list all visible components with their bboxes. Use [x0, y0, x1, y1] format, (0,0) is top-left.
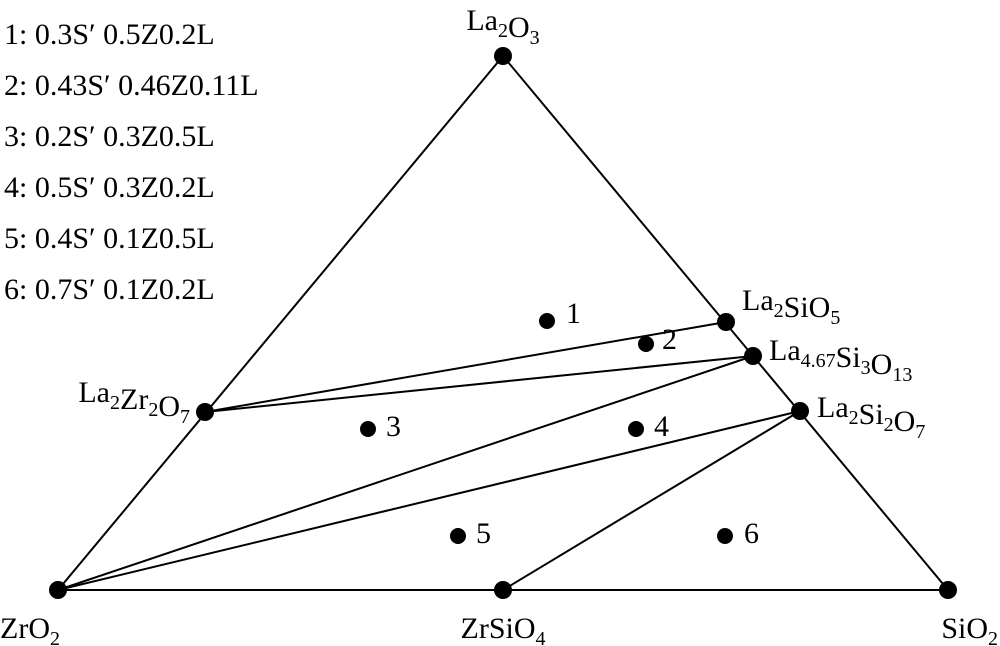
marker-la2sio5	[717, 313, 735, 331]
tie-la2zr2o7-la2sio5	[204, 321, 727, 413]
compound-label-la2zr2o7: La2Zr2O7	[78, 376, 190, 428]
composition-point-labels: 1 2 3 4 5 6	[386, 297, 759, 550]
compound-label-la2o3: La2O3	[466, 4, 539, 49]
compound-label-zrsio4: ZrSiO4	[461, 612, 546, 646]
marker-zro2	[49, 581, 67, 599]
compound-label-sio2: SiO2	[941, 612, 998, 646]
marker-la2zr2o7	[196, 403, 214, 421]
marker-sio2	[939, 581, 957, 599]
composition-point-1	[539, 313, 555, 329]
composition-point-4	[628, 421, 644, 437]
compound-markers	[49, 47, 957, 599]
compound-label-zro2: ZrO2	[0, 612, 60, 646]
edge-zro2-la2o3	[57, 55, 504, 591]
legend-item-4: 4: 0.5S′ 0.3Z0.2L	[4, 171, 215, 204]
marker-zrsio4	[494, 581, 512, 599]
compound-label-la467si3o13: La4.67Si3O13	[769, 334, 912, 386]
marker-la2si2o7	[791, 402, 809, 420]
legend-item-1: 1: 0.3S′ 0.5Z0.2L	[4, 18, 215, 51]
composition-points	[360, 313, 733, 544]
marker-la467si3o13	[744, 347, 762, 365]
point-label-4: 4	[654, 410, 669, 443]
tie-zro2-la2si2o7	[57, 410, 801, 591]
tie-la2zr2o7-la467si3o13	[204, 355, 754, 413]
composition-point-2	[638, 336, 654, 352]
marker-la2o3	[494, 47, 512, 65]
point-label-3: 3	[386, 410, 401, 443]
tie-zro2-la467si3o13	[57, 355, 754, 591]
tie-lines	[57, 321, 801, 591]
composition-point-3	[360, 421, 376, 437]
legend-item-6: 6: 0.7S′ 0.1Z0.2L	[4, 273, 215, 306]
point-label-6: 6	[744, 517, 759, 550]
tie-zrsio4-la2si2o7	[502, 410, 801, 591]
point-label-5: 5	[476, 517, 491, 550]
compound-label-la2sio5: La2SiO5	[742, 284, 840, 329]
point-label-1: 1	[566, 297, 581, 330]
composition-point-6	[717, 528, 733, 544]
compound-label-la2si2o7: La2Si2O7	[817, 391, 925, 443]
point-label-2: 2	[662, 323, 677, 356]
legend: 1: 0.3S′ 0.5Z0.2L 2: 0.43S′ 0.46Z0.11L 3…	[4, 18, 259, 306]
legend-item-2: 2: 0.43S′ 0.46Z0.11L	[4, 69, 259, 102]
composition-point-5	[450, 528, 466, 544]
legend-item-3: 3: 0.2S′ 0.3Z0.5L	[4, 120, 215, 153]
legend-item-5: 5: 0.4S′ 0.1Z0.5L	[4, 222, 215, 255]
